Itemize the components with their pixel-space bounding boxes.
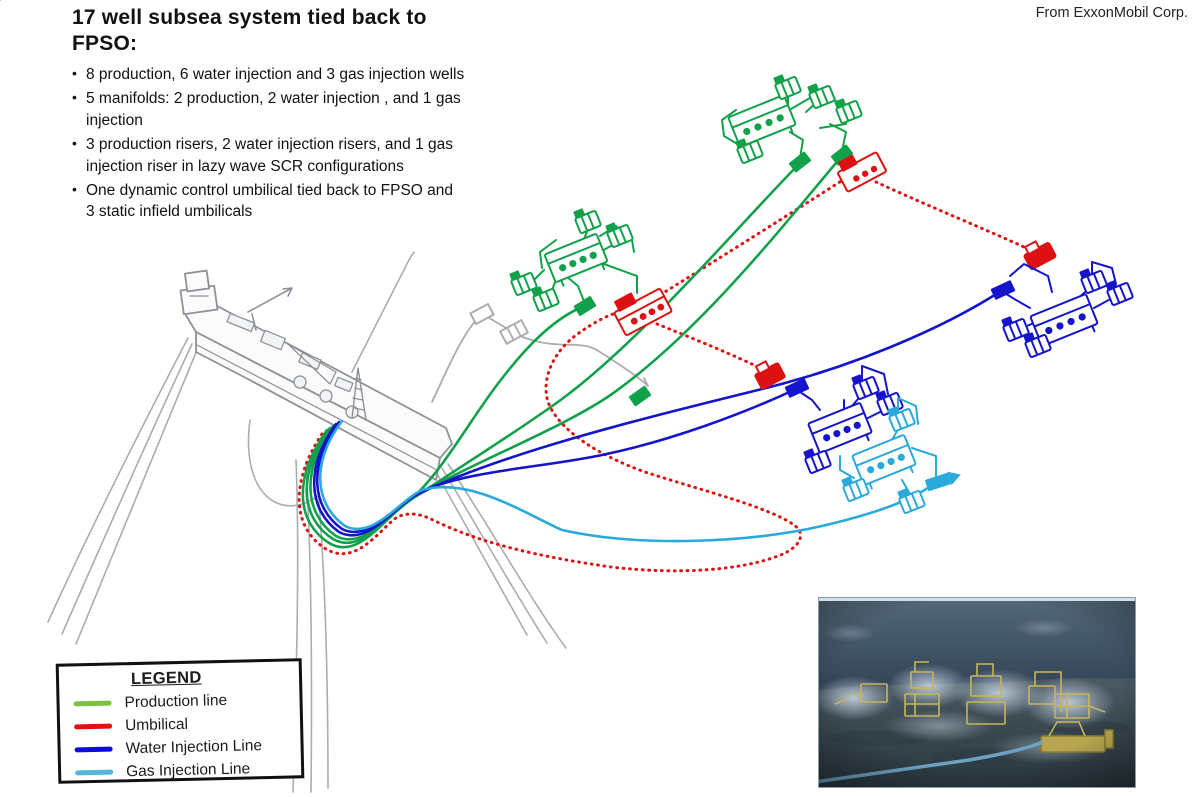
flare-tower (351, 367, 367, 421)
summary-bullet-1: •8 production, 6 water injection and 3 g… (72, 65, 465, 83)
gas-injection-tree (841, 476, 870, 502)
legend-label: Gas Injection Line (125, 759, 251, 780)
water-injection-lines (312, 289, 1003, 537)
water-injection-tree (1023, 332, 1052, 358)
bullet-marker: • (72, 180, 77, 197)
water-injection-line-1 (312, 289, 1003, 537)
legend-swatch (73, 700, 112, 707)
production-tree (605, 222, 634, 248)
gas-injection-tree (897, 488, 926, 514)
legend-label: Water Injection Line (125, 736, 263, 757)
legend-title: LEGEND (130, 668, 202, 689)
uta-north (837, 151, 887, 193)
bullet-marker: • (72, 89, 77, 106)
legend-swatch (75, 769, 114, 776)
production-line-3 (309, 155, 843, 541)
summary-bullet-3: •3 production risers, 2 water injection … (72, 135, 454, 175)
uta-south (754, 360, 786, 390)
production-lines (301, 155, 843, 549)
source-attribution: From ExxonMobil Corp. (1035, 5, 1188, 21)
production-cluster-north (721, 74, 863, 164)
gas-injection-tree (887, 406, 916, 432)
static-umbilical-gray (431, 303, 649, 403)
umbilical-static-lines (653, 176, 1028, 370)
umbilical-termination-units (613, 151, 1057, 390)
flowline-sleds (573, 144, 1016, 492)
legend-swatch (74, 723, 113, 730)
fpso-vessel (0, 0, 453, 481)
bullet-marker: • (72, 135, 77, 152)
production-tree (531, 286, 560, 312)
legend-label: Production line (124, 691, 228, 711)
production-tree (573, 208, 602, 234)
water-injection-tree (851, 374, 880, 400)
bullet-marker: • (72, 65, 77, 81)
summary-bullet-4: •One dynamic control umbilical tied back… (72, 180, 454, 221)
summary-bullet-list: •8 production, 6 water injection and 3 g… (72, 64, 534, 226)
water-injection-line-2 (315, 388, 796, 534)
water-injection-cluster-east (1001, 261, 1134, 358)
water-injection-tree (1105, 280, 1134, 306)
legend-label: Umbilical (124, 715, 189, 734)
subsea-field-photo (814, 597, 1136, 788)
water-injection-tree (803, 448, 832, 474)
uta-east (1023, 240, 1057, 270)
production-tree (834, 98, 863, 124)
summary-bullet-2: •5 manifolds: 2 production, 2 water inje… (72, 89, 461, 129)
production-manifold-2 (544, 233, 608, 287)
production-tree (509, 270, 538, 296)
production-line-2 (305, 162, 801, 545)
production-cluster-mid (509, 208, 638, 312)
water-injection-manifold-2 (807, 402, 873, 458)
legend-item-gas-injection-line: Gas Injection Line (75, 756, 291, 784)
gas-injection-line (318, 419, 935, 543)
water-injection-manifold-1 (1029, 293, 1099, 351)
gas-injection-cluster (839, 397, 937, 514)
production-tree (807, 83, 836, 109)
legend-swatch (74, 746, 113, 753)
page-title: 17 well subsea system tied back to FPSO: (72, 6, 427, 55)
water-injection-tree (1001, 316, 1030, 342)
production-tree (773, 74, 802, 100)
water-injection-tree (1079, 268, 1108, 294)
production-tree (735, 138, 764, 164)
gas-injection-manifold (851, 434, 917, 490)
uta-mid (613, 288, 673, 336)
umbilical-dynamic-line (297, 309, 802, 573)
